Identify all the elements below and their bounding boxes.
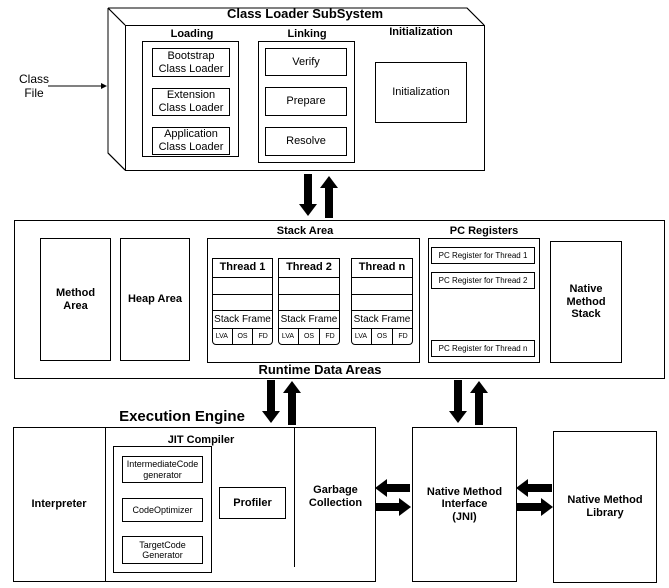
thread-1-frame: Stack Frame xyxy=(214,314,271,325)
runtime-title: Runtime Data Areas xyxy=(258,362,382,377)
execution-engine-title: Execution Engine xyxy=(119,408,245,425)
resolve-step: Resolve xyxy=(265,127,347,156)
thread-n-cell-fd: FD xyxy=(398,333,408,340)
native-method-library: Native Method Library xyxy=(553,431,657,583)
native-method-stack: Native Method Stack xyxy=(550,241,622,363)
jni-library-arrows xyxy=(516,479,553,516)
target-code-generator: TargetCode Generator xyxy=(122,536,203,564)
thread-2-cell-lva: LVA xyxy=(278,329,299,345)
thread-1-cell-fd: FD xyxy=(258,333,268,340)
prepare-step: Prepare xyxy=(265,87,347,116)
stack-area-title: Stack Area xyxy=(276,225,334,237)
pc-registers-title: PC Registers xyxy=(449,225,519,237)
thread-1-cells: LVA OS FD xyxy=(212,328,273,345)
thread-1-cell-lva: LVA xyxy=(212,329,233,345)
thread-1-cell-os: OS xyxy=(233,329,254,345)
class-loader-title: Class Loader SubSystem xyxy=(226,6,384,21)
thread-n-row xyxy=(351,294,413,311)
intermediate-code-generator: IntermediateCode generator xyxy=(122,456,203,483)
thread-2-frame: Stack Frame xyxy=(280,314,338,325)
heap-area: Heap Area xyxy=(120,238,190,361)
thread-1-row xyxy=(212,294,273,311)
class-file-label: Class File xyxy=(18,72,49,100)
linking-title: Linking xyxy=(287,28,327,40)
profiler: Profiler xyxy=(219,487,286,519)
thread-n-column xyxy=(351,258,413,345)
thread-n-name: Thread n xyxy=(351,258,413,278)
thread-1-column xyxy=(212,258,273,345)
thread-n-cell-os: OS xyxy=(372,329,393,345)
thread-2-name: Thread 2 xyxy=(278,258,340,278)
pc-register-thread-2: PC Register for Thread 2 xyxy=(431,272,535,289)
runtime-execution-arrows xyxy=(262,380,301,425)
thread-n-cells: LVA OS FD xyxy=(351,328,413,345)
runtime-jni-arrows xyxy=(449,380,488,425)
thread-2-cells: LVA OS FD xyxy=(278,328,340,345)
thread-1-name: Thread 1 xyxy=(212,258,273,278)
native-method-interface: Native Method Interface (JNI) xyxy=(412,427,517,582)
extension-class-loader: Extension Class Loader xyxy=(152,88,230,116)
application-class-loader: Application Class Loader xyxy=(152,127,230,155)
code-optimizer: CodeOptimizer xyxy=(122,498,203,522)
bootstrap-class-loader: Bootstrap Class Loader xyxy=(152,48,230,77)
interpreter: Interpreter xyxy=(13,427,106,582)
garbage-collection: Garbage Collection xyxy=(294,427,376,567)
initialization-box: Initialization xyxy=(375,62,467,123)
classloader-runtime-arrows xyxy=(299,174,338,218)
verify-step: Verify xyxy=(265,48,347,76)
thread-2-cell-fd: FD xyxy=(325,333,335,340)
thread-2-row xyxy=(278,294,340,311)
thread-n-cell-lva: LVA xyxy=(351,329,372,345)
thread-n-frame: Stack Frame xyxy=(353,314,411,325)
initialization-title: Initialization xyxy=(389,26,453,38)
gc-jni-arrows xyxy=(375,479,411,516)
loading-title: Loading xyxy=(170,28,214,40)
pc-register-thread-1: PC Register for Thread 1 xyxy=(431,247,535,264)
method-area: Method Area xyxy=(40,238,111,361)
thread-2-cell-os: OS xyxy=(299,329,320,345)
jit-compiler-title: JIT Compiler xyxy=(167,434,235,446)
thread-2-column xyxy=(278,258,340,345)
pc-register-thread-n: PC Register for Thread n xyxy=(431,340,535,357)
